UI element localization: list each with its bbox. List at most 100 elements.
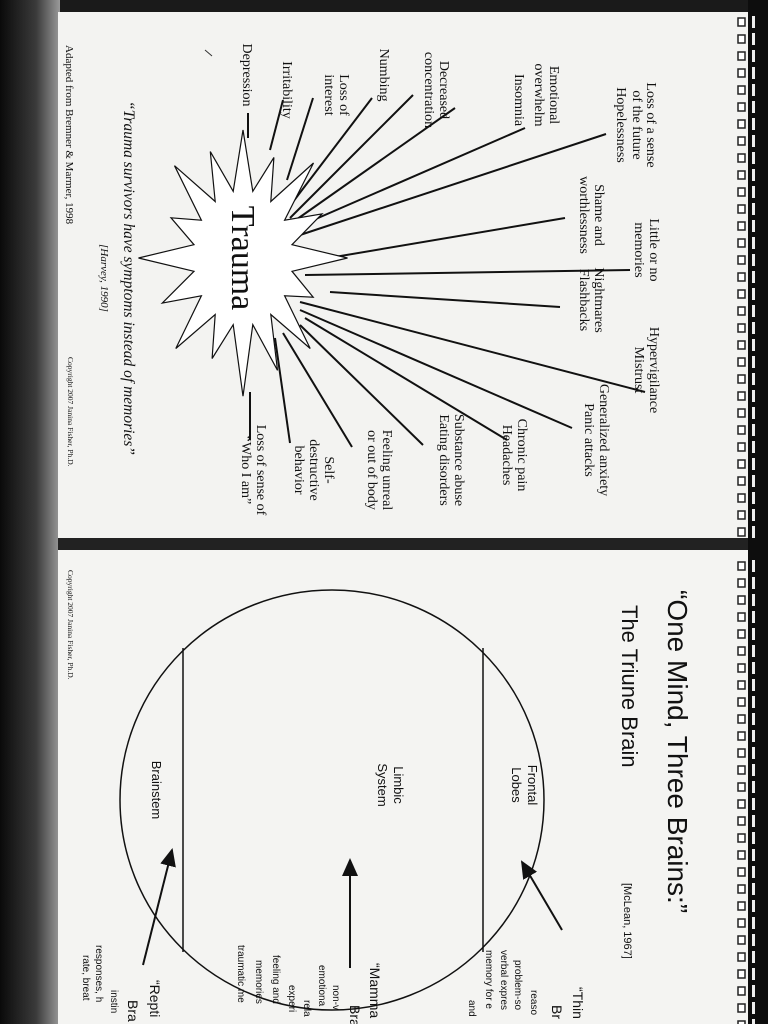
- binding-hole: [737, 459, 746, 469]
- binding-wire: [752, 1002, 755, 1014]
- symptom-label: concentration: [421, 52, 436, 128]
- binding-wire: [752, 118, 755, 130]
- brain-outline: [119, 589, 545, 1011]
- thinking-brain-text: Br: [549, 1005, 565, 1019]
- binding-hole: [737, 901, 746, 911]
- binding-hole: [737, 68, 746, 78]
- binding-hole: [737, 510, 746, 520]
- binding-wire: [752, 917, 755, 929]
- binding-wire: [752, 339, 755, 351]
- thinking-brain-text: verbal expres: [498, 950, 509, 1010]
- page-triune-brain: [58, 548, 758, 1024]
- binding-wire: [752, 900, 755, 912]
- binding-wire: [752, 628, 755, 640]
- binding-wire: [752, 254, 755, 266]
- symptom-label: Hypervigilance: [646, 327, 661, 413]
- binding-wire: [752, 713, 755, 725]
- region-label-limbic: System: [375, 763, 390, 806]
- connector-line: [299, 309, 573, 429]
- binding-hole: [737, 357, 746, 367]
- binding-hole: [737, 816, 746, 826]
- triune-brain-diagram: [119, 589, 563, 1011]
- binding-wire: [752, 169, 755, 181]
- binding-wire: [752, 560, 755, 572]
- reptilian-brain-text: Bra: [125, 1000, 141, 1022]
- symptom-label: of the future: [629, 90, 644, 159]
- symptom-label: Chronic pain: [514, 419, 529, 492]
- binding-wire: [752, 645, 755, 657]
- symptom-label: Emotional: [546, 66, 561, 124]
- binding-hole: [737, 561, 746, 571]
- binding-wire: [752, 135, 755, 147]
- symptom-label: Flashbacks: [576, 269, 591, 331]
- binding-hole: [737, 119, 746, 129]
- symptom-label: Substance abuse: [451, 414, 466, 506]
- symptom-label: Eating disorders: [436, 414, 451, 505]
- binding-hole: [737, 731, 746, 741]
- symptom-label: Mistrust: [631, 347, 646, 394]
- copyright: Copyright 2007 Janina Fisher, Ph.D.: [66, 570, 75, 680]
- binding-wire: [752, 781, 755, 793]
- binding-hole: [737, 765, 746, 775]
- binding-hole: [737, 680, 746, 690]
- mammalian-brain-text: experi: [286, 985, 297, 1012]
- connector-line: [304, 217, 566, 263]
- thinking-brain-text: “Thin: [570, 987, 586, 1019]
- binding-wire: [752, 526, 755, 538]
- connector-line: [282, 97, 373, 216]
- binding-hole: [737, 952, 746, 962]
- arrow-to-brainstem: [142, 848, 176, 966]
- thinking-brain-text: reaso: [528, 990, 539, 1015]
- binding-hole: [737, 527, 746, 537]
- symptom-label: behavior: [291, 446, 306, 495]
- binding-hole: [737, 425, 746, 435]
- binding-hole: [737, 153, 746, 163]
- binding-wire: [752, 815, 755, 827]
- symptom-label: Hopelessness: [613, 87, 628, 162]
- binding-wire: [752, 730, 755, 742]
- spiral-binding: [737, 0, 768, 1024]
- mammalian-brain-text: memories: [253, 960, 264, 1004]
- connector-line: [294, 127, 526, 229]
- connector-line: [299, 133, 607, 236]
- symptom-label: Decreased: [436, 61, 451, 119]
- symptom-label: Little or no: [646, 219, 661, 282]
- binding-wire: [752, 577, 755, 589]
- region-label-frontal: Lobes: [509, 767, 524, 803]
- binding-hole: [737, 595, 746, 605]
- binding-hole: [737, 663, 746, 673]
- symptom-label: Numbing: [376, 49, 391, 102]
- binding-hole: [737, 323, 746, 333]
- binding-hole: [737, 1020, 746, 1024]
- binding-wire: [752, 50, 755, 62]
- region-label-frontal: Frontal: [525, 765, 540, 806]
- binding-hole: [737, 306, 746, 316]
- reptilian-brain-text: rate, breat: [80, 955, 91, 1001]
- binding-hole: [737, 85, 746, 95]
- symptom-label: or out of body: [364, 430, 379, 510]
- mammalian-brain-text: rela: [301, 1000, 312, 1017]
- binding-wire: [752, 985, 755, 997]
- binding-hole: [737, 340, 746, 350]
- thinking-brain-text: memory for e: [483, 950, 494, 1009]
- reptilian-brain-text: instin: [108, 990, 119, 1013]
- binding-hole: [737, 493, 746, 503]
- trauma-starburst: [138, 129, 348, 397]
- binding-wire: [752, 101, 755, 113]
- connector-line: [286, 97, 314, 181]
- binding-wire: [752, 951, 755, 963]
- binding-hole: [737, 850, 746, 860]
- symptom-label: worthlessness: [576, 176, 591, 254]
- symptom-label: Loss of a sense: [643, 82, 658, 167]
- region-label-limbic: Limbic: [391, 766, 406, 804]
- binding-hole: [737, 289, 746, 299]
- binding-hole: [737, 187, 746, 197]
- mammalian-brain-text: feeling and: [270, 955, 281, 1004]
- binding-wire: [752, 322, 755, 334]
- binding-hole: [737, 255, 746, 265]
- symptom-label: interest: [321, 74, 336, 115]
- connector-line: [299, 301, 646, 393]
- binding-wire: [752, 16, 755, 28]
- connector-line: [282, 332, 353, 448]
